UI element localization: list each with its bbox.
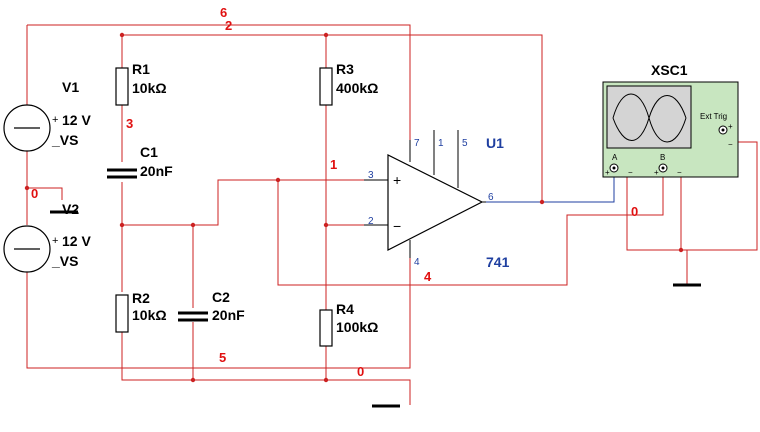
xsc1-ch-b-plus: + <box>654 168 659 177</box>
xsc1-ext-trig-label: Ext Trig <box>700 112 727 121</box>
pin-6: 6 <box>488 192 494 203</box>
r2-resistor[interactable]: R2 10kΩ <box>115 290 167 333</box>
c1-name: C1 <box>140 144 158 160</box>
v2-name: V2 <box>62 201 79 217</box>
junction-dot <box>190 377 196 383</box>
net-label-0-bottom: 0 <box>357 364 364 379</box>
xsc1-ch-b-minus: − <box>677 168 682 177</box>
c1-value: 20nF <box>140 163 173 179</box>
r1-name: R1 <box>132 61 150 77</box>
xsc1-ch-a-label: A <box>612 153 618 162</box>
wire-net-4 <box>277 170 664 286</box>
junction-dot <box>119 222 125 228</box>
r2-body <box>115 294 129 333</box>
xsc1-name: XSC1 <box>651 62 688 78</box>
u1-model: 741 <box>486 254 510 270</box>
r3-resistor[interactable]: R3 400kΩ <box>319 61 378 106</box>
wire-vs-mid <box>27 187 63 200</box>
xsc1-ext-plus: + <box>728 122 733 131</box>
net-label-0-right: 0 <box>631 204 638 219</box>
v1-sub: _VS <box>51 132 78 148</box>
pin-1: 1 <box>438 138 444 149</box>
c1-capacitor[interactable]: C1 20nF <box>107 144 173 179</box>
junction-dot <box>275 177 281 183</box>
u1-plus-sign: + <box>393 172 401 188</box>
junction-dot <box>678 247 684 253</box>
xsc1-ch-a-plus: + <box>605 168 610 177</box>
c2-name: C2 <box>212 289 230 305</box>
junctions <box>24 32 684 383</box>
xsc1-ext-minus: − <box>728 140 733 149</box>
u1-triangle <box>387 154 484 251</box>
pin-2: 2 <box>368 216 374 227</box>
c2-value: 20nF <box>212 307 245 323</box>
u1-opamp[interactable]: + − 7 1 5 3 2 6 4 U1 741 <box>364 130 510 270</box>
pin-3: 3 <box>368 170 374 181</box>
r3-name: R3 <box>336 61 354 77</box>
r1-value: 10kΩ <box>132 80 167 96</box>
r1-resistor[interactable]: R1 10kΩ <box>115 61 167 106</box>
junction-dot <box>190 222 196 228</box>
xsc1-ch-a-dot <box>612 166 616 170</box>
c2-capacitor[interactable]: C2 20nF <box>178 289 245 323</box>
wire-output <box>486 168 615 203</box>
r4-body <box>319 309 333 347</box>
junction-dot <box>119 32 125 38</box>
pin-5: 5 <box>462 138 468 149</box>
wire-net-2 <box>122 34 543 202</box>
r4-resistor[interactable]: R4 100kΩ <box>319 301 378 347</box>
junction-dot <box>539 199 545 205</box>
u1-name: U1 <box>486 135 504 151</box>
xsc1-ch-a-minus: − <box>628 168 633 177</box>
wire-net-6 <box>27 24 411 140</box>
r4-name: R4 <box>336 301 354 317</box>
r3-body <box>319 67 333 106</box>
r1-body <box>115 67 129 106</box>
junction-dot <box>24 185 30 191</box>
v1-plus: + <box>52 114 58 126</box>
v1-value: 12 V <box>62 112 91 128</box>
r2-value: 10kΩ <box>132 307 167 323</box>
net-label-1: 1 <box>330 157 337 172</box>
net-label-3: 3 <box>126 116 133 131</box>
net-label-4: 4 <box>424 269 432 284</box>
pin-4: 4 <box>414 257 420 268</box>
u1-minus-sign: − <box>393 218 401 234</box>
v2-sub: _VS <box>51 253 78 269</box>
v2-value: 12 V <box>62 233 91 249</box>
pin-7: 7 <box>414 138 420 149</box>
net-labels: 6 2 3 1 0 0 4 5 0 <box>31 5 638 379</box>
xsc1-oscilloscope[interactable]: XSC1 Ext Trig + − A B + − + − <box>602 62 739 178</box>
net-label-2: 2 <box>225 18 232 33</box>
wires <box>26 24 758 405</box>
v1-name: V1 <box>62 79 79 95</box>
xsc1-waveform-b <box>612 95 687 141</box>
v2-source[interactable]: V2 + 12 V _VS <box>3 201 91 273</box>
wire-net-0-right <box>626 141 758 251</box>
wire-net-0-bottom <box>121 332 411 405</box>
xsc1-ch-b-label: B <box>660 153 665 162</box>
xsc1-ch-b-dot <box>661 166 665 170</box>
junction-dot <box>323 32 329 38</box>
r4-value: 100kΩ <box>336 319 378 335</box>
net-label-0-left: 0 <box>31 186 38 201</box>
net-label-5: 5 <box>219 350 226 365</box>
xsc1-ext-trig-dot <box>721 128 725 132</box>
junction-dot <box>323 377 329 383</box>
v2-plus: + <box>52 235 58 247</box>
junction-dot <box>323 222 329 228</box>
r3-value: 400kΩ <box>336 80 378 96</box>
net-label-6: 6 <box>220 5 227 20</box>
v1-source[interactable]: V1 + 12 V _VS <box>3 79 91 152</box>
r2-name: R2 <box>132 290 150 306</box>
wire-net-5 <box>26 258 411 369</box>
wire-noninv <box>122 179 388 226</box>
